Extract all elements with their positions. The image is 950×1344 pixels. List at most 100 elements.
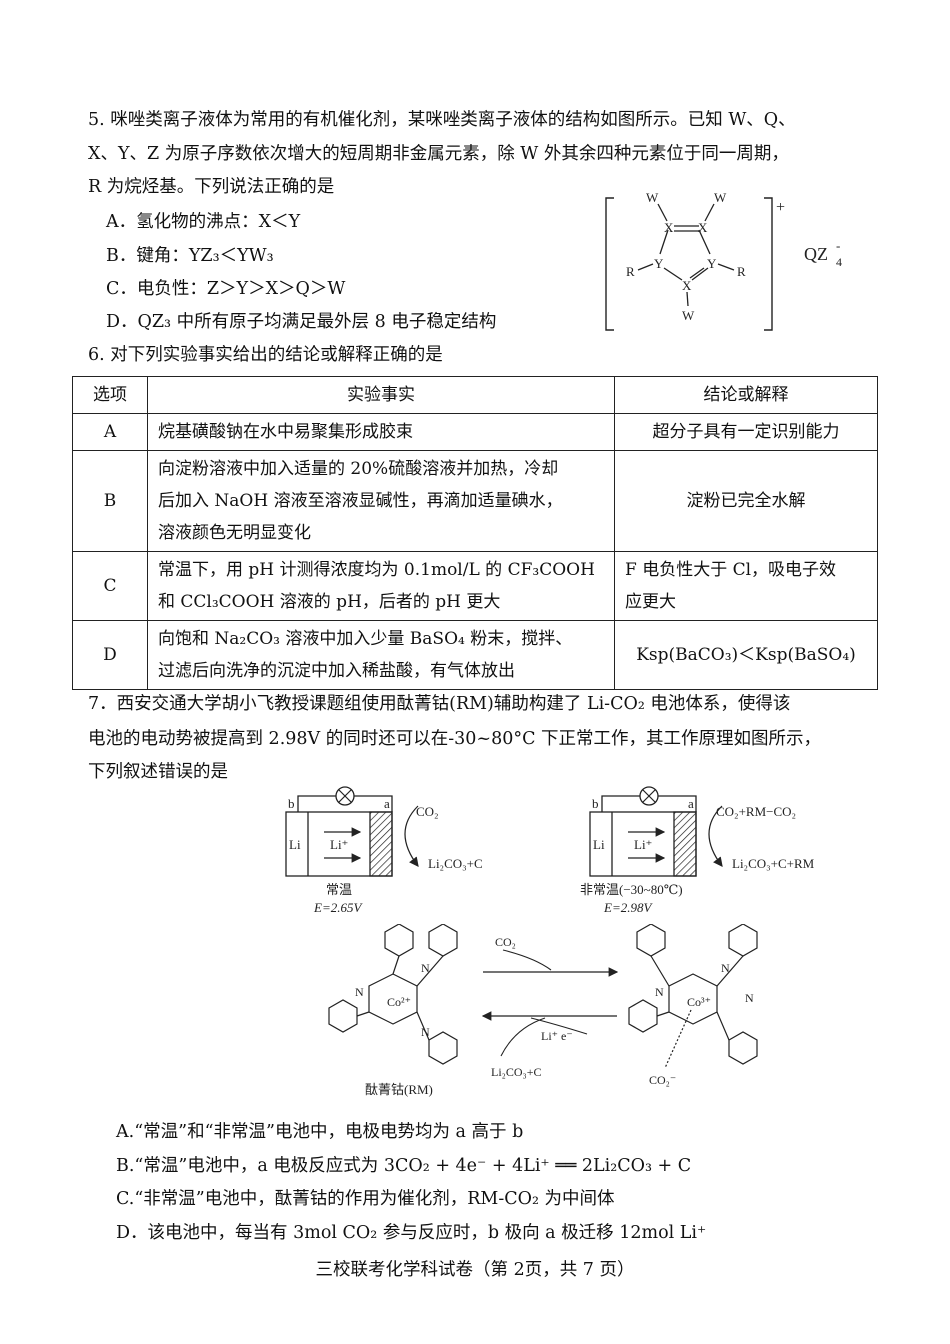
header-option: 选项 bbox=[72, 376, 148, 414]
cell1-a: a bbox=[384, 796, 390, 811]
q7-stem-line3: 下列叙述错误的是 bbox=[88, 762, 228, 782]
y-label-2: Y bbox=[707, 256, 717, 271]
anion-superscript: - bbox=[836, 238, 840, 253]
row-b-concl-line1: 淀粉已完全水解 bbox=[686, 491, 806, 511]
q6-stem: 6. 对下列实验事实给出的结论或解释正确的是 bbox=[88, 345, 443, 365]
anion-subscript: 4 bbox=[836, 255, 842, 269]
rm-n-6: N bbox=[745, 991, 754, 1005]
cell1-output: Li₂CO₃+C bbox=[428, 856, 483, 871]
cell1-emf: E=2.65V bbox=[313, 900, 363, 915]
q5-stem-line1: 5. 咪唑类离子液体为常用的有机催化剂，某咪唑类离子液体的结构如图所示。已知 W… bbox=[88, 110, 796, 130]
q5-option-a: A．氢化物的沸点：X＜Y bbox=[106, 212, 301, 232]
cell2-b: b bbox=[592, 796, 599, 811]
imidazolium-structure: + W W X X Y Y X R R W QZ 4 - bbox=[605, 190, 842, 331]
cell1-li-ion: Li⁺ bbox=[330, 837, 348, 852]
row-c-conclusion: F 电负性大于 Cl，吸电子效 应更大 bbox=[614, 551, 878, 621]
x-label-3: X bbox=[682, 278, 692, 293]
q5-option-c: C．电负性：Z＞Y＞X＞Q＞W bbox=[106, 279, 346, 299]
rm-co3-center: Co³⁺ bbox=[687, 995, 711, 1009]
table-header-row: 选项 实验事实 结论或解释 bbox=[72, 376, 878, 414]
q6-table: 选项 实验事实 结论或解释 A 烷基磺酸钠在水中易聚集形成胶束 超分子具有一定识… bbox=[72, 376, 878, 690]
row-c-fact-line2: 和 CCl₃COOH 溶液的 pH，后者的 pH 更大 bbox=[158, 592, 501, 612]
cell2-li-ion: Li⁺ bbox=[634, 837, 652, 852]
cell1-input: CO₂ bbox=[416, 804, 439, 819]
cell1-b: b bbox=[288, 796, 295, 811]
row-b-fact-line3: 溶液颜色无明显变化 bbox=[158, 523, 311, 543]
q7-option-a: A.“常温”和“非常温”电池中，电极电势均为 a 高于 b bbox=[116, 1122, 524, 1142]
cell1-condition: 常温 bbox=[326, 882, 352, 897]
cell2-emf: E=2.98V bbox=[603, 900, 653, 915]
row-a-conclusion: 超分子具有一定识别能力 bbox=[614, 413, 878, 451]
rm-n-3: N bbox=[421, 1025, 430, 1039]
rm-n-4: N bbox=[721, 961, 730, 975]
bottom-product: Li₂CO₃+C bbox=[491, 1065, 541, 1079]
rm-molecule-co3 bbox=[628, 924, 758, 1069]
cell2-input: CO₂+RM−CO₂ bbox=[716, 804, 796, 819]
page-footer: 三校联考化学科试卷（第 2页，共 7 页） bbox=[315, 1260, 635, 1280]
cobalt-phthalocyanine-scheme: Co²⁺ N N N CO₂ Li⁺ e⁻ Li₂CO₃+C Co³⁺ N N … bbox=[328, 924, 758, 1097]
q5-option-d: D．QZ₃ 中所有原子均满足最外层 8 电子稳定结构 bbox=[106, 312, 497, 332]
q5-stem-line2: X、Y、Z 为原子序数依次增大的短周期非金属元素，除 W 外其余四种元素位于同一… bbox=[88, 144, 789, 164]
row-c-concl-line2: 应更大 bbox=[625, 592, 676, 612]
battery-diagrams: b a Li Li⁺ CO₂ Li₂CO₃+C 常温 E=2.65V b a L… bbox=[285, 786, 815, 915]
rm-co2-center: Co²⁺ bbox=[387, 995, 411, 1009]
rm-ligand: CO₂⁻ bbox=[649, 1073, 676, 1087]
x-label-1: X bbox=[664, 220, 674, 235]
cell2-output: Li₂CO₃+C+RM bbox=[732, 856, 815, 871]
r-label-1: R bbox=[626, 264, 635, 279]
cell-non-normal: b a Li Li⁺ CO₂+RM−CO₂ Li₂CO₃+C+RM 非常温(−3… bbox=[580, 786, 815, 915]
row-d-option: D bbox=[72, 620, 148, 690]
row-c-option: C bbox=[72, 551, 148, 621]
row-b-fact-line1: 向淀粉溶液中加入适量的 20%硫酸溶液并加热，冷却 bbox=[158, 459, 559, 479]
cell2-condition: 非常温(−30~80℃) bbox=[580, 882, 683, 897]
cation-charge: + bbox=[776, 199, 785, 216]
row-d-concl-line1: Ksp(BaCO₃)＜Ksp(BaSO₄) bbox=[636, 645, 856, 665]
row-c-concl-line1: F 电负性大于 Cl，吸电子效 bbox=[625, 560, 837, 580]
table-row: A 烷基磺酸钠在水中易聚集形成胶束 超分子具有一定识别能力 bbox=[72, 413, 878, 451]
row-b-option: B bbox=[72, 450, 148, 552]
w-label-1: W bbox=[646, 190, 659, 205]
cell2-li: Li bbox=[593, 837, 605, 852]
row-d-conclusion: Ksp(BaCO₃)＜Ksp(BaSO₄) bbox=[614, 620, 878, 690]
q5-option-b: B．键角：YZ₃＜YW₃ bbox=[106, 246, 274, 266]
rm-n-1: N bbox=[421, 961, 430, 975]
cell2-a: a bbox=[688, 796, 694, 811]
rm-n-2: N bbox=[355, 985, 364, 999]
row-d-fact: 向饱和 Na₂CO₃ 溶液中加入少量 BaSO₄ 粉末，搅拌、 过滤后向洗净的沉… bbox=[147, 620, 615, 690]
row-a-option: A bbox=[72, 413, 148, 451]
y-label-1: Y bbox=[654, 256, 664, 271]
table-row: C 常温下，用 pH 计测得浓度均为 0.1mol/L 的 CF₃COOH 和 … bbox=[72, 551, 878, 621]
bottom-reagent: Li⁺ e⁻ bbox=[541, 1029, 573, 1043]
q7-option-d: D．该电池中，每当有 3mol CO₂ 参与反应时，b 极向 a 极迁移 12m… bbox=[116, 1223, 707, 1243]
rm-n-5: N bbox=[655, 985, 664, 999]
q7-stem-line1: 7．西安交通大学胡小飞教授课题组使用酞菁钴(RM)辅助构建了 Li-CO₂ 电池… bbox=[88, 694, 791, 714]
row-c-fact: 常温下，用 pH 计测得浓度均为 0.1mol/L 的 CF₃COOH 和 CC… bbox=[147, 551, 615, 621]
w-label-3: W bbox=[682, 308, 695, 323]
top-reagent: CO₂ bbox=[495, 935, 516, 949]
cell1-li: Li bbox=[289, 837, 301, 852]
row-b-fact: 向淀粉溶液中加入适量的 20%硫酸溶液并加热，冷却 后加入 NaOH 溶液至溶液… bbox=[147, 450, 615, 552]
row-d-fact-line2: 过滤后向洗净的沉淀中加入稀盐酸，有气体放出 bbox=[158, 661, 515, 681]
row-b-conclusion: 淀粉已完全水解 bbox=[614, 450, 878, 552]
row-a-fact-line1: 烷基磺酸钠在水中易聚集形成胶束 bbox=[158, 422, 413, 442]
r-label-2: R bbox=[737, 264, 746, 279]
table-row: D 向饱和 Na₂CO₃ 溶液中加入少量 BaSO₄ 粉末，搅拌、 过滤后向洗净… bbox=[72, 620, 878, 690]
cell-normal: b a Li Li⁺ CO₂ Li₂CO₃+C 常温 E=2.65V bbox=[285, 786, 483, 915]
row-c-fact-line1: 常温下，用 pH 计测得浓度均为 0.1mol/L 的 CF₃COOH bbox=[158, 560, 595, 580]
row-d-fact-line1: 向饱和 Na₂CO₃ 溶液中加入少量 BaSO₄ 粉末，搅拌、 bbox=[158, 629, 573, 649]
q5-stem-line3: R 为烷烃基。下列说法正确的是 bbox=[88, 177, 335, 197]
q7-option-b: B.“常温”电池中，a 电极反应式为 3CO₂ + 4e⁻ + 4Li⁺ ══ … bbox=[116, 1156, 692, 1176]
q7-stem-line2: 电池的电动势被提高到 2.98V 的同时还可以在-30~80°C 下正常工作，其… bbox=[88, 729, 822, 749]
row-a-fact: 烷基磺酸钠在水中易聚集形成胶束 bbox=[147, 413, 615, 451]
row-b-fact-line2: 后加入 NaOH 溶液至溶液显碱性，再滴加适量碘水， bbox=[158, 491, 563, 511]
anion-label: QZ bbox=[804, 244, 828, 264]
table-row: B 向淀粉溶液中加入适量的 20%硫酸溶液并加热，冷却 后加入 NaOH 溶液至… bbox=[72, 450, 878, 552]
rm-name: 酞菁钴(RM) bbox=[365, 1082, 433, 1097]
x-label-2: X bbox=[698, 220, 708, 235]
rm-molecule-co2 bbox=[328, 924, 458, 1065]
row-a-concl-line1: 超分子具有一定识别能力 bbox=[652, 422, 840, 442]
q7-option-c: C.“非常温”电池中，酞菁钴的作用为催化剂，RM-CO₂ 为中间体 bbox=[116, 1189, 615, 1209]
header-conclusion: 结论或解释 bbox=[614, 376, 878, 414]
header-fact: 实验事实 bbox=[147, 376, 615, 414]
w-label-2: W bbox=[714, 190, 727, 205]
